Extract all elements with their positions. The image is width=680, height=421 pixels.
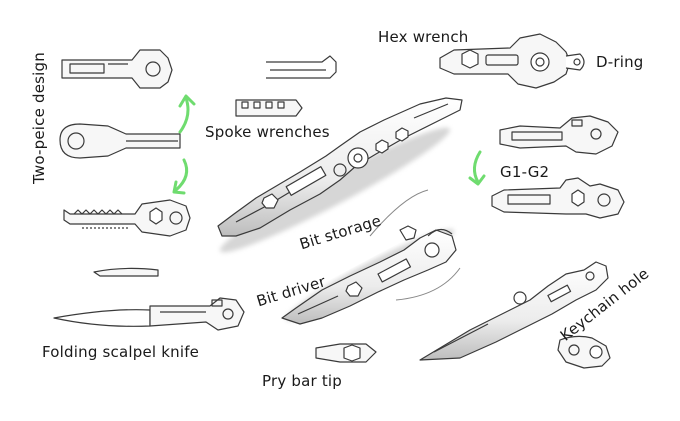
assembled-tool-bit-storage (217, 97, 463, 253)
scalpel-blade (93, 267, 159, 277)
folding-scalpel-knife (53, 297, 245, 331)
knife-assembled-tool (419, 261, 609, 361)
key-part-top (61, 49, 173, 89)
label-spoke-wrenches: Spoke wrenches (205, 123, 330, 141)
green-arrow-down-left-icon (172, 158, 189, 195)
label-g1-g2: G1-G2 (500, 163, 550, 181)
keychain-hole-part (557, 335, 611, 369)
g1-piece (499, 115, 619, 155)
spoke-wrench-teeth (235, 99, 303, 117)
hex-wrench-tool (439, 33, 585, 89)
pry-bar-tip (315, 343, 377, 363)
key-part-serrated (63, 199, 191, 237)
label-pry-bar-tip: Pry bar tip (262, 372, 343, 390)
label-folding-scalpel-knife: Folding scalpel knife (42, 343, 200, 361)
label-hex-wrench: Hex wrench (378, 28, 469, 46)
green-arrow-up-icon (178, 94, 196, 134)
green-arrow-down-right-icon (468, 150, 486, 186)
spoke-wrench-top (266, 55, 337, 79)
bit-driver-tool (281, 225, 457, 325)
label-d-ring: D-ring (596, 53, 644, 71)
label-two-piece-design: Two-peice design (30, 52, 48, 184)
key-part-middle (59, 123, 181, 159)
g2-piece (491, 177, 625, 219)
